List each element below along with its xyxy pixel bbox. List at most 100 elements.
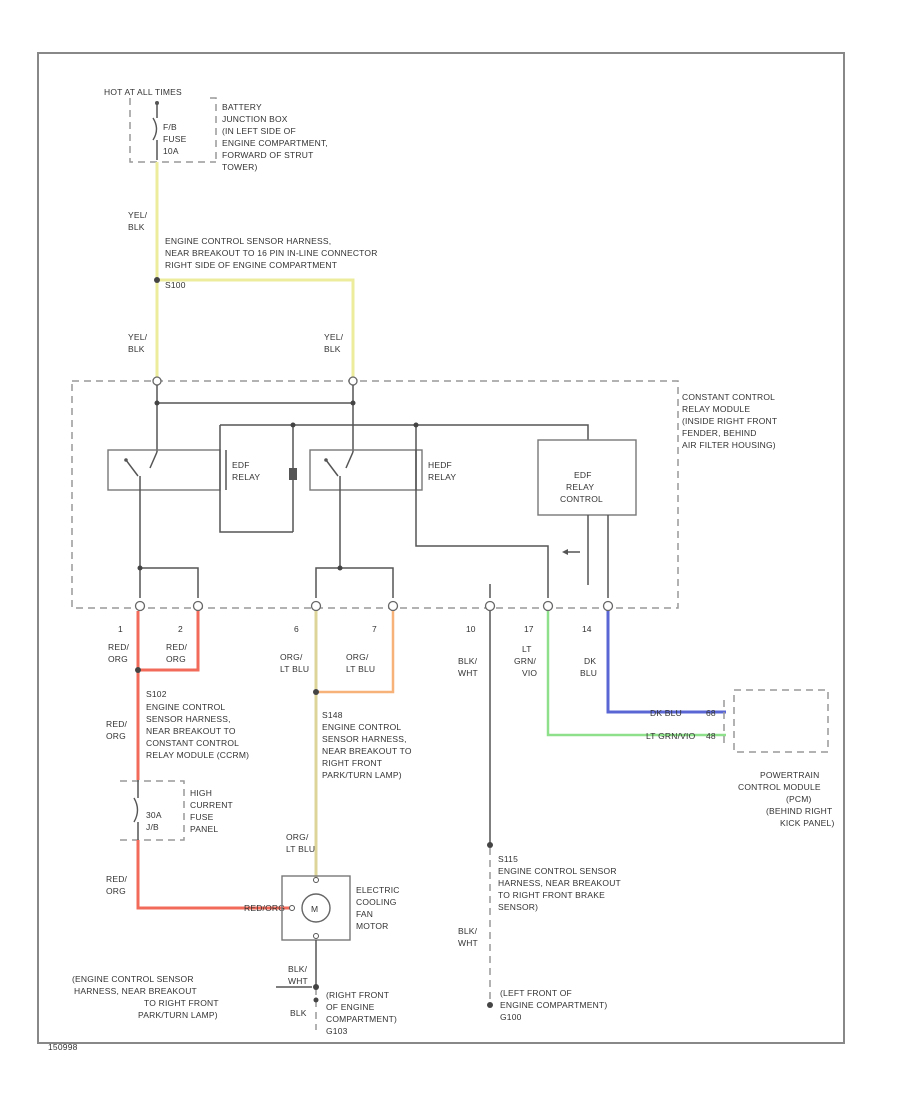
svg-text:NEAR BREAKOUT TO 16 PIN IN-LIN: NEAR BREAKOUT TO 16 PIN IN-LINE CONNECTO…: [165, 248, 378, 258]
svg-text:(IN LEFT SIDE OF: (IN LEFT SIDE OF: [222, 126, 296, 136]
motor-m-icon: M: [311, 904, 318, 914]
svg-text:RELAY: RELAY: [232, 472, 260, 482]
pcm-wire-label-lt-grn: LT GRN/VIO: [646, 731, 696, 741]
wire-color-blk-wht-motor: BLK/ WHT: [288, 964, 308, 986]
svg-text:HIGH: HIGH: [190, 788, 212, 798]
pcm-box: [733, 689, 829, 753]
ground-g100-dot: [487, 1002, 493, 1008]
wire-color-red-org-inline: RED/ORG: [244, 903, 285, 913]
hedf-relay-switch: [325, 451, 354, 566]
pcm-pin-48: 48: [706, 731, 716, 741]
coil-junction-1: [290, 422, 296, 428]
svg-text:BLK/: BLK/: [458, 926, 478, 936]
pin-7: 7 ORG/ LT BLU: [346, 624, 377, 674]
wire-color-red-org-low: RED/ ORG: [106, 874, 128, 896]
ccrm-module-label: CONSTANT CONTROL RELAY MODULE (INSIDE RI…: [682, 392, 777, 450]
svg-text:JUNCTION BOX: JUNCTION BOX: [222, 114, 288, 124]
org-ltblu-wire-pin7: [316, 611, 395, 694]
svg-text:(ENGINE CONTROL SENSOR: (ENGINE CONTROL SENSOR: [72, 974, 194, 984]
fuse-30a-label: 30A J/B: [146, 810, 162, 832]
svg-text:BLK: BLK: [128, 222, 145, 232]
svg-text:SENSOR): SENSOR): [498, 902, 538, 912]
svg-text:BLK: BLK: [128, 344, 145, 354]
svg-text:F/B: F/B: [163, 122, 177, 132]
svg-text:DK: DK: [584, 656, 596, 666]
cooling-fan-motor-label: ELECTRIC COOLING FAN MOTOR: [356, 885, 399, 931]
svg-text:J/B: J/B: [146, 822, 159, 832]
svg-text:ENGINE CONTROL SENSOR: ENGINE CONTROL SENSOR: [498, 866, 617, 876]
diagram-frame: [37, 52, 845, 1044]
svg-text:TO RIGHT FRONT: TO RIGHT FRONT: [144, 998, 219, 1008]
svg-text:WHT: WHT: [458, 938, 478, 948]
splice-s102-description: S102 ENGINE CONTROL SENSOR HARNESS, NEAR…: [146, 689, 249, 760]
svg-text:NEAR BREAKOUT TO: NEAR BREAKOUT TO: [322, 746, 412, 756]
splice-s115-dot: [487, 842, 493, 848]
wire-color-yel-blk-left: YEL/ BLK: [128, 332, 147, 354]
svg-text:G103: G103: [326, 1026, 348, 1036]
svg-text:LT BLU: LT BLU: [280, 664, 309, 674]
svg-text:14: 14: [582, 624, 592, 634]
svg-text:G100: G100: [500, 1012, 522, 1022]
ccrm-module-outline: [71, 380, 679, 609]
pcm-pin-68: 68: [706, 708, 716, 718]
fuse-30a-element: [133, 797, 139, 823]
svg-text:FAN: FAN: [356, 909, 373, 919]
svg-text:BLU: BLU: [580, 668, 597, 678]
ground-g103-dot: [313, 997, 319, 1003]
svg-text:(PCM): (PCM): [786, 794, 812, 804]
diagram-id: 150998: [48, 1042, 78, 1052]
bus-junction-right: [350, 400, 356, 406]
pin-17: 17 LT GRN/ VIO: [514, 624, 537, 678]
fuse-panel-label: HIGH CURRENT FUSE PANEL: [190, 788, 233, 834]
splice-s115-description: S115 ENGINE CONTROL SENSOR HARNESS, NEAR…: [498, 854, 621, 912]
hedf-relay-label: HEDF RELAY: [428, 460, 456, 482]
ccrm-pin-connectors: [134, 600, 614, 612]
splice-s100-dot: [154, 277, 160, 283]
svg-text:COOLING: COOLING: [356, 897, 397, 907]
svg-text:17: 17: [524, 624, 534, 634]
svg-text:HARNESS, NEAR BREAKOUT: HARNESS, NEAR BREAKOUT: [498, 878, 621, 888]
pcm-label: POWERTRAIN CONTROL MODULE (PCM) (BEHIND …: [738, 770, 834, 828]
motor-terminal-top: [313, 877, 319, 883]
svg-text:ENGINE CONTROL: ENGINE CONTROL: [146, 702, 225, 712]
diode-symbol: [289, 468, 297, 480]
svg-text:RED/: RED/: [106, 874, 128, 884]
fuse-label: F/B FUSE 10A: [163, 122, 186, 156]
splice-s148-description: S148 ENGINE CONTROL SENSOR HARNESS, NEAR…: [322, 710, 412, 780]
svg-text:10A: 10A: [163, 146, 179, 156]
svg-text:CONSTANT CONTROL: CONSTANT CONTROL: [682, 392, 775, 402]
svg-text:YEL/: YEL/: [128, 210, 148, 220]
ground-g100-location: (LEFT FRONT OF ENGINE COMPARTMENT) G100: [500, 988, 607, 1022]
svg-text:ORG/: ORG/: [286, 832, 309, 842]
svg-text:(INSIDE RIGHT FRONT: (INSIDE RIGHT FRONT: [682, 416, 777, 426]
edf-relay-contact: [124, 458, 128, 462]
svg-text:EDF: EDF: [574, 470, 592, 480]
svg-text:(RIGHT FRONT: (RIGHT FRONT: [326, 990, 389, 1000]
svg-text:RED/: RED/: [166, 642, 188, 652]
svg-text:FENDER, BEHIND: FENDER, BEHIND: [682, 428, 757, 438]
svg-text:AIR FILTER HOUSING): AIR FILTER HOUSING): [682, 440, 776, 450]
svg-text:30A: 30A: [146, 810, 162, 820]
wire-color-yel-blk-top: YEL/ BLK: [128, 210, 148, 232]
pin-2: 2 RED/ ORG: [166, 624, 188, 664]
yel-blk-branch-wire: [157, 278, 355, 378]
svg-text:LT: LT: [522, 644, 532, 654]
svg-text:RELAY: RELAY: [566, 482, 594, 492]
svg-text:CURRENT: CURRENT: [190, 800, 233, 810]
svg-text:2: 2: [178, 624, 183, 634]
svg-text:HARNESS, NEAR BREAKOUT: HARNESS, NEAR BREAKOUT: [74, 986, 197, 996]
hedf-relay-box: [309, 449, 423, 491]
red-org-wire-pin2: [138, 611, 200, 672]
edf-relay-label: EDF RELAY: [232, 460, 260, 482]
svg-text:ORG: ORG: [108, 654, 128, 664]
edf-relay-control-label: EDF RELAY CONTROL: [560, 470, 603, 504]
svg-text:RED/: RED/: [108, 642, 130, 652]
svg-text:GRN/: GRN/: [514, 656, 536, 666]
svg-text:TOWER): TOWER): [222, 162, 258, 172]
pin-6: 6 ORG/ LT BLU: [280, 624, 309, 674]
motor-symbol: [301, 893, 331, 923]
svg-text:1: 1: [118, 624, 123, 634]
svg-text:RIGHT SIDE OF ENGINE COMPARTME: RIGHT SIDE OF ENGINE COMPARTMENT: [165, 260, 337, 270]
